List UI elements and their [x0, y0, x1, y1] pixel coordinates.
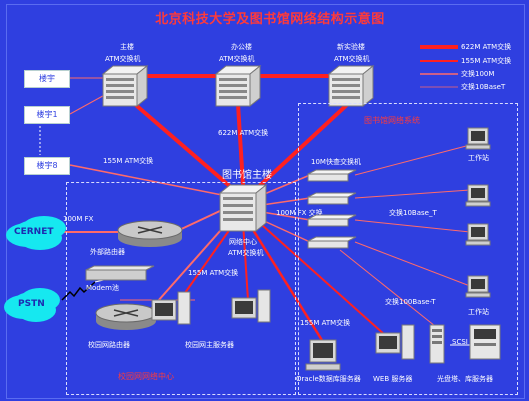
page-title: 北京科技大学及图书馆网络结构示意图 — [155, 12, 385, 27]
switch-lab-type: ATM交换机 — [334, 55, 370, 63]
modem-pool-icon — [85, 265, 155, 281]
legend-155-label: 155M ATM交换 — [461, 57, 512, 65]
switch-lab-name: 新实验楼 — [337, 43, 365, 51]
link-lab-center — [253, 100, 352, 192]
legend-100m-label: 交换100M — [461, 70, 495, 78]
label-lib-100baset: 交换100Base-T — [385, 298, 436, 306]
lib-switch-1-icon — [307, 169, 357, 182]
legend-622-label: 622M ATM交换 — [461, 43, 512, 51]
label-622: 622M ATM交换 — [218, 129, 269, 137]
oracle-server-icon — [305, 339, 341, 371]
library-server-icon — [469, 324, 501, 360]
optical-label: 光盘塔、库服务器 — [437, 375, 493, 383]
workstation-3-icon — [465, 223, 491, 246]
atm-switch-center-icon — [218, 183, 268, 233]
web-server-icon — [375, 324, 415, 360]
label-cernet-100mfx: 100M FX — [63, 215, 94, 223]
oracle-server-label: Oracle数据库服务器 — [296, 375, 361, 383]
hub-name: 网络中心 — [229, 238, 257, 246]
link-ws2 — [354, 189, 471, 199]
label-left-155: 155M ATM交换 — [103, 157, 154, 165]
link-ext-router — [174, 209, 223, 233]
workstation-4-icon — [465, 275, 491, 298]
diagram-frame — [6, 4, 525, 399]
external-router-icon — [117, 220, 183, 247]
center-name: 图书馆主楼 — [222, 170, 272, 181]
campus-section-title: 校园网网络中心 — [118, 372, 174, 381]
link-lib-servers — [339, 249, 441, 331]
workstation-label: 工作站 — [468, 154, 489, 162]
workstation-1-icon — [465, 127, 491, 150]
atm-switch-lab-icon — [327, 64, 375, 108]
library-section-box — [298, 103, 518, 395]
label-lib-10baset: 交换10Base_T — [389, 209, 437, 217]
link-campus-server2 — [242, 221, 249, 301]
campus-server-label: 校园网主服务器 — [185, 341, 234, 349]
link-ws1 — [354, 144, 471, 176]
campus-server-1-icon — [151, 291, 191, 325]
link-main-center — [128, 98, 242, 197]
cernet-label: CERNET — [14, 227, 54, 237]
link-lib2 — [261, 197, 311, 206]
building-8: 楼宇8 — [24, 157, 70, 175]
switch-main-name: 主楼 — [120, 43, 134, 51]
link-campus-server1 — [179, 221, 236, 301]
lib-switch-4-icon — [307, 236, 357, 249]
optical-tower-icon — [429, 324, 445, 364]
switch-main-type: ATM交换机 — [105, 55, 141, 63]
label-campus-155: 155M ATM交换 — [188, 269, 239, 277]
pstn-label: PSTN — [18, 299, 45, 309]
external-router-label: 外部路由器 — [90, 248, 125, 256]
campus-router-icon — [95, 303, 157, 330]
atm-switch-main-icon — [101, 64, 149, 108]
link-web — [261, 224, 386, 336]
link-lib1 — [261, 174, 311, 196]
web-server-label: WEB 服务器 — [373, 375, 413, 383]
atm-switch-office-icon — [214, 64, 262, 108]
modem-pool-label: Modem池 — [86, 284, 119, 292]
library-section-title: 图书馆网络系统 — [364, 116, 420, 125]
link-ws4 — [354, 241, 471, 287]
switch-office-type: ATM交换机 — [219, 55, 255, 63]
link-bldg8 — [69, 164, 223, 196]
link-office-center — [236, 103, 245, 186]
building-0: 楼宇 — [24, 70, 70, 88]
label-lib-10m: 10M快查交换机 — [311, 158, 361, 166]
link-oracle — [248, 224, 327, 346]
link-campus-router — [149, 221, 229, 311]
workstation-label-2: 工作站 — [468, 308, 489, 316]
link-ws3 — [354, 219, 471, 233]
lib-switch-3-icon — [307, 214, 357, 227]
campus-router-label: 校园网路由器 — [88, 341, 130, 349]
pstn-cloud-icon — [12, 292, 52, 316]
building-1: 楼宇1 — [24, 106, 70, 124]
link-lib4 — [261, 219, 311, 243]
legend-10bt-label: 交换10BaseT — [461, 83, 506, 91]
label-scsi: SCSI — [452, 338, 468, 346]
campus-server-2-icon — [231, 289, 271, 323]
workstation-2-icon — [465, 184, 491, 207]
switch-office-name: 办公楼 — [231, 43, 252, 51]
link-lib3 — [261, 211, 311, 221]
cernet-cloud-icon — [14, 220, 58, 244]
lib-switch-2-icon — [307, 192, 357, 205]
hub-type: ATM交换机 — [228, 249, 264, 257]
label-lib-100m: 100M FX 交换 — [276, 209, 323, 217]
link-pstn-modem — [61, 281, 96, 301]
label-bottom-155: 155M ATM交换 — [300, 319, 351, 327]
campus-section-box — [66, 182, 296, 395]
